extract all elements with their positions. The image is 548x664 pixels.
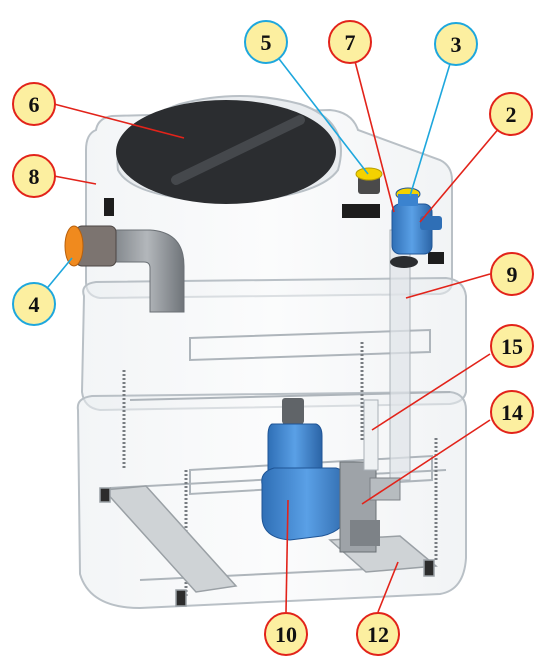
- callout-number: 9: [507, 262, 518, 287]
- callout-circle: [12, 282, 56, 326]
- callout-circle: [12, 154, 56, 198]
- callout-circle: [489, 92, 533, 136]
- callout-14: 14: [490, 390, 534, 434]
- callout-circle: [356, 612, 400, 656]
- callout-number: 3: [451, 32, 462, 57]
- side-label-plate: [104, 198, 114, 216]
- callout-number: 15: [501, 334, 523, 359]
- inlet-pipe: [64, 225, 185, 313]
- callout-2: 2: [489, 92, 533, 136]
- leader-lines: [33, 41, 512, 613]
- leader-3: [409, 43, 457, 197]
- discharge-pipe: [389, 229, 418, 481]
- callout-circle: [490, 324, 534, 368]
- callout-8: 8: [12, 154, 56, 198]
- callout-number: 8: [29, 164, 40, 189]
- callout-number: 2: [506, 102, 517, 127]
- callout-number: 6: [29, 92, 40, 117]
- leader-14: [361, 419, 491, 505]
- base-stand: [99, 485, 438, 607]
- float-tube: [363, 399, 379, 471]
- callout-12: 12: [356, 612, 400, 656]
- callout-3: 3: [434, 22, 478, 66]
- callout-number: 10: [275, 622, 297, 647]
- callout-7: 7: [328, 20, 372, 64]
- callout-10: 10: [264, 612, 308, 656]
- vent-cap: [355, 167, 383, 194]
- leader-12: [377, 561, 399, 613]
- callout-circle: [244, 20, 288, 64]
- leader-10: [285, 499, 289, 613]
- callout-5: 5: [244, 20, 288, 64]
- leader-7: [349, 41, 395, 213]
- coupling-stand: [339, 461, 401, 553]
- leader-2: [419, 113, 512, 223]
- label-plate: [342, 204, 380, 218]
- callout-circle: [12, 82, 56, 126]
- callout-number: 12: [367, 622, 389, 647]
- callout-number: 4: [29, 292, 40, 317]
- callout-9: 9: [490, 252, 534, 296]
- check-valve: [391, 187, 442, 255]
- callout-number: 7: [345, 30, 356, 55]
- callout-circle: [490, 390, 534, 434]
- leader-6: [53, 103, 185, 139]
- callout-circle: [490, 252, 534, 296]
- callout-circle: [328, 20, 372, 64]
- callout-4: 4: [12, 282, 56, 326]
- callout-6: 6: [12, 82, 56, 126]
- callout-badges: 2 3 4 5 6 7 8 9 10 12 14 15: [12, 20, 534, 656]
- leader-15: [371, 353, 491, 431]
- callout-15: 15: [490, 324, 534, 368]
- leader-8: [53, 175, 97, 185]
- callout-circle: [434, 22, 478, 66]
- leader-5: [265, 41, 369, 175]
- label-plate-small: [428, 252, 444, 264]
- callout-number: 5: [261, 30, 272, 55]
- leader-9: [405, 273, 491, 299]
- callout-number: 14: [501, 400, 523, 425]
- manhole-lid: [116, 95, 342, 204]
- callout-circle: [264, 612, 308, 656]
